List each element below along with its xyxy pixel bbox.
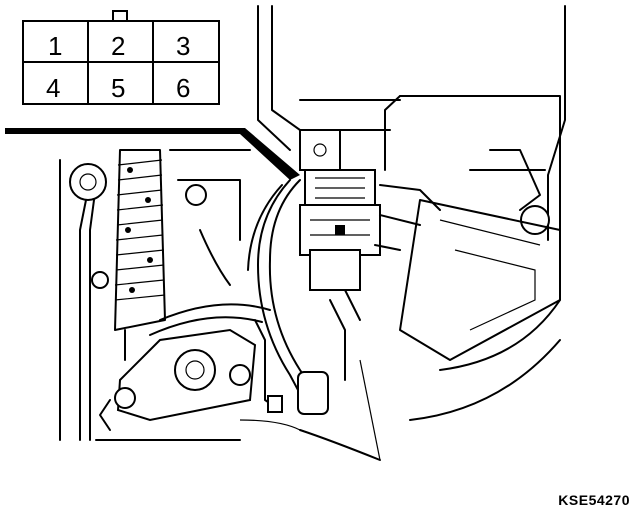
wiring-harness <box>247 179 361 415</box>
pin-1-label: 1 <box>48 31 62 61</box>
figure-code: KSE54270 <box>558 492 630 508</box>
pin-2-label: 2 <box>111 31 125 61</box>
engine-housing <box>257 5 566 461</box>
throttle-lever <box>99 149 283 431</box>
connector-pin-diagram: 1 2 3 4 5 6 <box>22 10 220 105</box>
pin-5-label: 5 <box>111 73 125 103</box>
spring-assembly <box>69 149 166 441</box>
callout-leader <box>5 128 300 180</box>
pin-4-label: 4 <box>46 73 60 103</box>
lower-contour <box>59 159 301 441</box>
wiring-connector <box>299 169 441 291</box>
pin-3-label: 3 <box>176 31 190 61</box>
pin-6-label: 6 <box>176 73 190 103</box>
